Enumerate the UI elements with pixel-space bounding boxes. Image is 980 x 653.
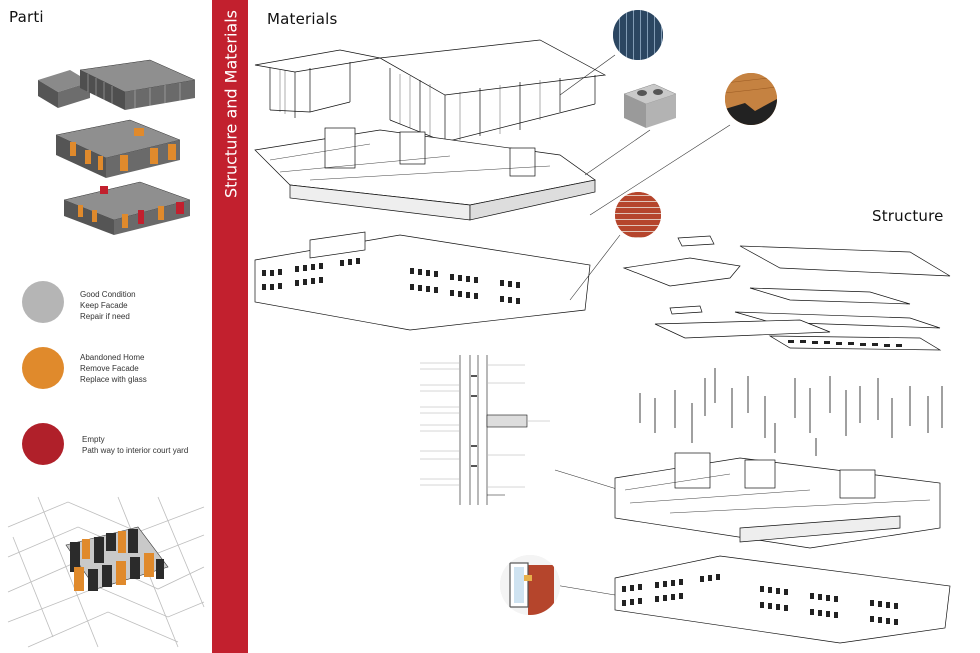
parti-heading: Parti: [9, 8, 44, 26]
wood-swatch: [725, 73, 777, 125]
columns: [639, 368, 943, 456]
legend-good-line-1: Good Condition: [80, 290, 136, 299]
empty-swatch: [22, 423, 64, 465]
brick-swatch: [615, 192, 661, 238]
parti-block-orange: [55, 119, 181, 178]
good-condition-swatch: [22, 281, 64, 323]
roof-slabs: [622, 235, 951, 305]
legend-good: Good Condition Keep Facade Repair if nee…: [80, 289, 136, 322]
floor-plates: [654, 305, 942, 351]
legend-abandoned-line-3: Replace with glass: [80, 375, 147, 384]
glass-swatch: [613, 10, 663, 60]
wall-section-detail: [420, 355, 550, 505]
structure-axonometric: [614, 235, 951, 644]
materials-heading: Materials: [267, 10, 338, 28]
legend-good-line-2: Keep Facade: [80, 301, 128, 310]
cinder-block-swatch: [620, 80, 678, 130]
brick-facade: [254, 231, 591, 331]
site-plan-block: [65, 526, 169, 591]
structure-facade: [614, 555, 951, 644]
structure-massing: [614, 452, 941, 549]
title-band: [212, 0, 248, 653]
window-detail-swatch: [500, 555, 560, 615]
legend-empty-line-2: Path way to interior court yard: [82, 446, 189, 455]
legend-empty-line-1: Empty: [82, 435, 105, 444]
abandoned-home-swatch: [22, 347, 64, 389]
legend-empty: Empty Path way to interior court yard: [82, 434, 188, 456]
structure-heading: Structure: [872, 207, 944, 225]
parti-diagram: [38, 59, 196, 235]
legend-abandoned-line-2: Remove Facade: [80, 364, 139, 373]
legend-abandoned-line-1: Abandoned Home: [80, 353, 145, 362]
materials-axonometric: [254, 39, 607, 331]
parti-block-gray: [38, 59, 196, 110]
legend-good-line-3: Repair if need: [80, 312, 130, 321]
legend-abandoned: Abandoned Home Remove Facade Replace wit…: [80, 352, 147, 385]
site-plan: [7, 496, 205, 648]
cmu-walls: [254, 127, 596, 221]
parti-block-red: [63, 181, 191, 235]
